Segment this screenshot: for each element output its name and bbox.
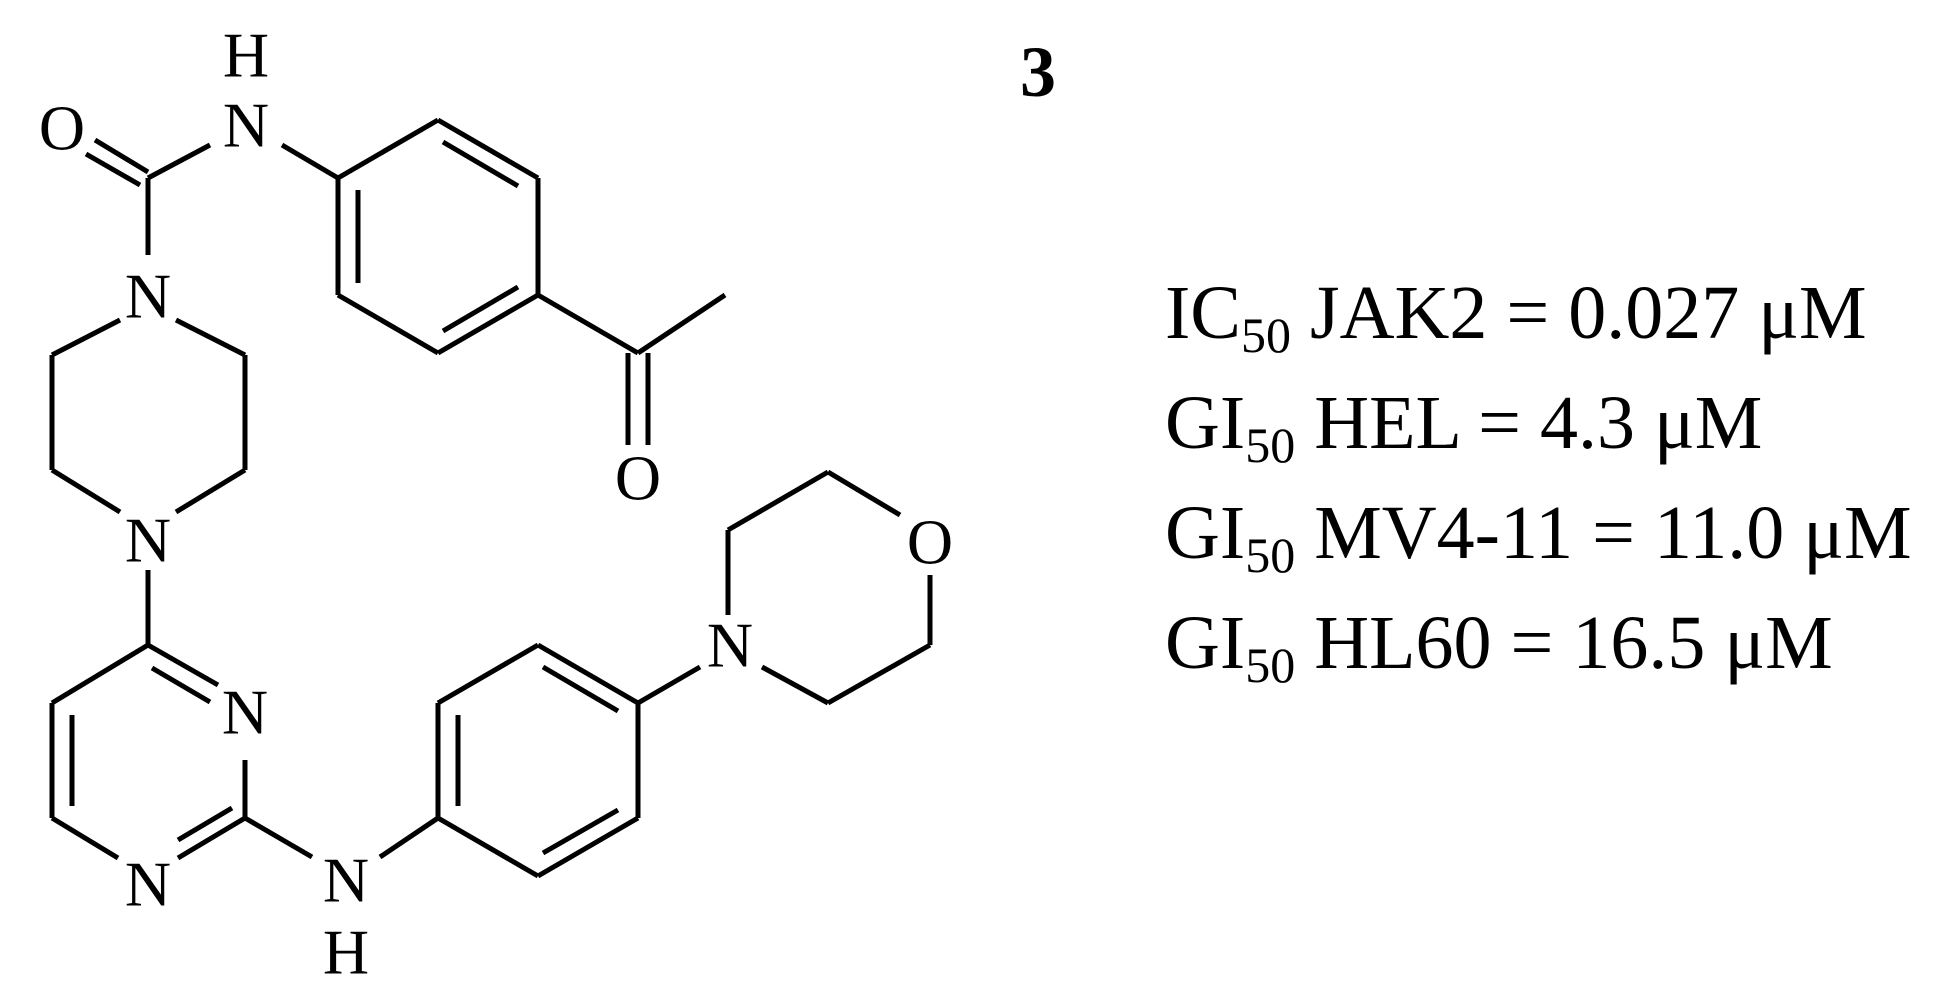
atom-morpholine-n: N [707, 610, 753, 681]
activity-list: IC50 JAK2 = 0.027 μM GI50 HEL = 4.3 μM G… [1165, 271, 1912, 693]
atom-labels: H N O N O N N N N H N O [39, 20, 953, 988]
atom-piperazine-n-top: N [125, 261, 171, 332]
activity-line: GI50 HEL = 4.3 μM [1165, 381, 1762, 473]
atom-pyrimidine-n-upper: N [222, 677, 268, 748]
activity-subscript: 50 [1241, 307, 1291, 363]
activity-subscript: 50 [1245, 417, 1295, 473]
atom-piperazine-n-bottom: N [125, 505, 171, 576]
activity-prefix: IC [1165, 271, 1241, 355]
bond-lines [49, 117, 933, 879]
atom-carbonyl-o: O [39, 93, 85, 164]
atom-ketone-o: O [615, 443, 661, 514]
activity-subscript: 50 [1245, 527, 1295, 583]
activity-text: MV4-11 = 11.0 μM [1295, 491, 1911, 575]
compound-number: 3 [1020, 32, 1056, 112]
activity-line: IC50 JAK2 = 0.027 μM [1165, 271, 1867, 363]
activity-line: GI50 MV4-11 = 11.0 μM [1165, 491, 1912, 583]
atom-amine-h: H [323, 917, 369, 988]
atom-amine-n: N [323, 845, 369, 916]
activity-prefix: GI [1165, 381, 1245, 465]
atom-amide-n: N [223, 90, 269, 161]
activity-text: JAK2 = 0.027 μM [1291, 271, 1867, 355]
activity-text: HL60 = 16.5 μM [1295, 601, 1833, 685]
atom-amide-h: H [223, 20, 269, 91]
activity-prefix: GI [1165, 491, 1245, 575]
atom-pyrimidine-n-lower: N [125, 849, 171, 920]
activity-line: GI50 HL60 = 16.5 μM [1165, 601, 1833, 693]
atom-morpholine-o: O [907, 507, 953, 578]
activity-prefix: GI [1165, 601, 1245, 685]
activity-text: HEL = 4.3 μM [1295, 381, 1762, 465]
activity-subscript: 50 [1245, 637, 1295, 693]
